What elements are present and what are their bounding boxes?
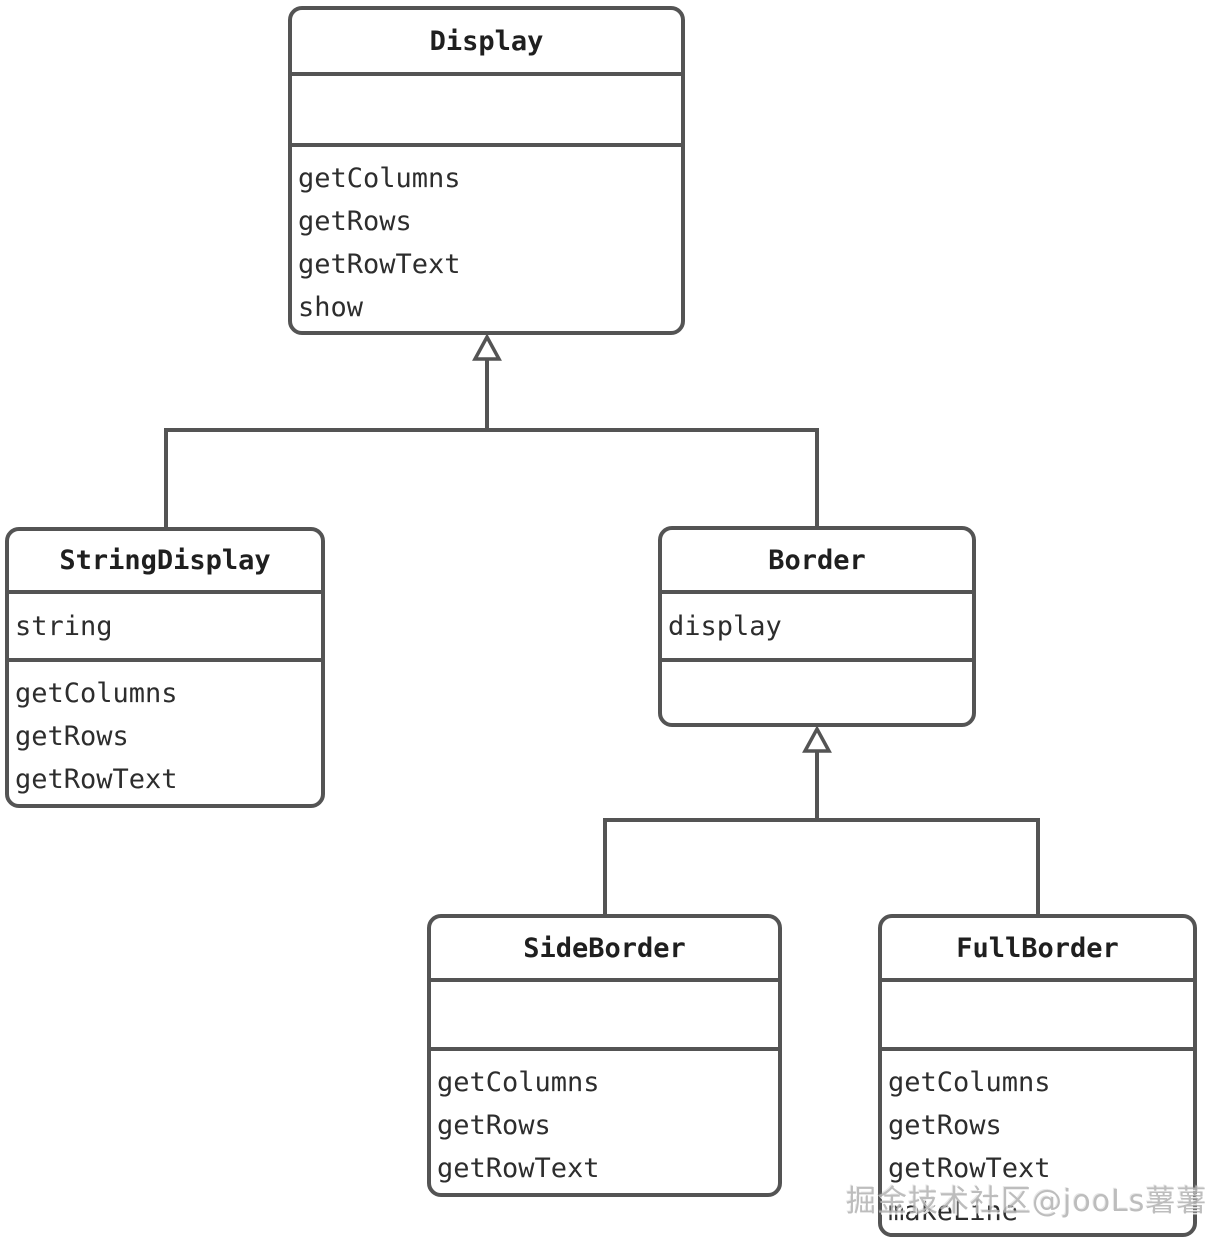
class-name: Display	[429, 25, 544, 57]
method: getRowText	[298, 249, 461, 280]
attributes-section: string	[9, 590, 321, 658]
method: getRows	[437, 1110, 551, 1141]
methods-section: getColumns getRows getRowText	[431, 1047, 778, 1193]
method: getColumns	[888, 1067, 1051, 1098]
method: show	[298, 292, 364, 323]
method: getColumns	[437, 1067, 600, 1098]
watermark: 掘金技术社区@jooLs薯薯熹	[846, 1184, 1207, 1219]
attribute: string	[15, 610, 113, 642]
method: getRowText	[888, 1153, 1051, 1184]
class-box-stringdisplay: StringDisplay string getColumns getRows …	[5, 527, 325, 808]
method: makeLine	[888, 1196, 1019, 1227]
inheritance-line-border-shaft	[815, 751, 819, 822]
generalization-arrowhead-icon	[802, 725, 832, 753]
generalization-arrowhead-icon	[472, 333, 502, 361]
methods-section: getColumns getRows getRowText	[9, 658, 321, 804]
method: getColumns	[298, 163, 461, 194]
attributes-section	[431, 978, 778, 1047]
attributes-section	[882, 978, 1193, 1047]
inheritance-line-sideborder-drop	[603, 818, 607, 916]
method: getRows	[888, 1110, 1002, 1141]
method: getRowText	[437, 1153, 600, 1184]
inheritance-line-display-shaft	[485, 357, 489, 432]
class-name: StringDisplay	[59, 545, 271, 576]
class-name: FullBorder	[956, 932, 1119, 964]
inheritance-line-stringdisplay-drop	[164, 428, 168, 530]
attributes-section	[292, 72, 681, 143]
attribute: display	[668, 610, 782, 642]
class-box-sideborder: SideBorder getColumns getRows getRowText	[427, 914, 782, 1197]
inheritance-line-fullborder-drop	[1036, 818, 1040, 916]
method: getRows	[298, 206, 412, 237]
inheritance-line-display-horizontal	[164, 428, 819, 432]
method: getRows	[15, 721, 129, 752]
class-box-fullborder: FullBorder getColumns getRows getRowText…	[878, 914, 1197, 1237]
class-box-border: Border display	[658, 526, 976, 727]
class-box-display: Display getColumns getRows getRowText sh…	[288, 6, 685, 335]
methods-section	[662, 658, 972, 723]
method: getRowText	[15, 764, 178, 795]
inheritance-line-border-horizontal	[603, 818, 1040, 822]
methods-section: getColumns getRows getRowText show	[292, 143, 681, 331]
method: getColumns	[15, 678, 178, 709]
class-name: Border	[768, 544, 866, 576]
inheritance-line-border-drop	[815, 428, 819, 529]
attributes-section: display	[662, 590, 972, 658]
methods-section: getColumns getRows getRowText makeLine	[882, 1047, 1193, 1233]
class-name: SideBorder	[523, 932, 686, 964]
